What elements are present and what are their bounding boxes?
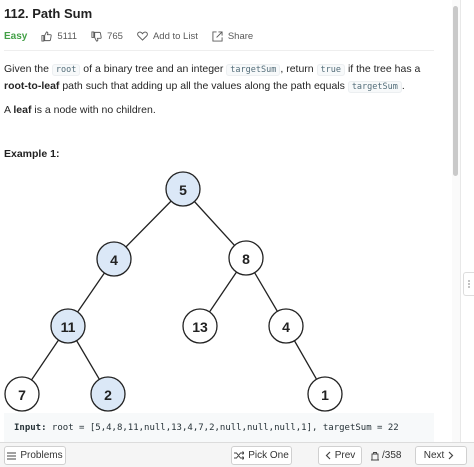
example-input-block: Input: root = [5,4,8,11,null,13,4,7,2,nu…: [4, 413, 434, 442]
text: path such that adding up all the values …: [59, 79, 348, 92]
share-icon: [212, 30, 223, 42]
tree-node-label: 4: [110, 252, 118, 268]
inline-code: root: [51, 64, 81, 76]
inline-code: true: [316, 64, 346, 76]
text: is a node with no children.: [31, 104, 156, 116]
inline-code: targetSum: [347, 80, 402, 93]
tree-node-13: [182, 308, 218, 344]
shuffle-counter-icon: [371, 451, 379, 460]
add-to-list-label: Add to List: [152, 30, 198, 42]
input-value: root = [5,4,8,11,null,13,4,7,2,null,null…: [46, 423, 399, 433]
drag-handle-icon: [468, 280, 470, 288]
tree-node-label: 13: [192, 319, 208, 335]
scrollbar-thumb[interactable]: [453, 6, 458, 176]
description-paragraph: A leaf is a node with no children.: [4, 103, 436, 119]
list-icon: [7, 451, 17, 460]
tree-node-4-right: [268, 308, 304, 344]
tree-node-7: [4, 376, 40, 412]
tree-node-11: [50, 308, 86, 344]
chevron-left-icon: [325, 451, 331, 460]
share-label: Share: [227, 30, 254, 42]
next-label: Next: [423, 450, 445, 461]
text: if the tree has a: [345, 63, 421, 75]
likes-count: 5111: [57, 30, 78, 42]
pane-resize-handle[interactable]: [463, 272, 474, 296]
tree-node-label: 11: [61, 319, 76, 335]
tree-node-8: [228, 240, 264, 276]
pick-one-label: Pick One: [248, 450, 289, 461]
heart-icon: [137, 31, 148, 41]
header-divider: [4, 50, 434, 51]
tree-node-4: [96, 241, 132, 277]
like-button[interactable]: 5111: [41, 31, 77, 42]
example-title: Example 1:: [4, 148, 60, 160]
text: .: [401, 79, 405, 92]
tree-node-label: 8: [242, 251, 250, 267]
binary-tree-diagram: 5 4 8 11 13 4 7 2 1: [4, 171, 343, 412]
bottom-toolbar: Problems Pick One Prev /358 Next: [0, 442, 474, 467]
problem-counter[interactable]: /358: [370, 448, 401, 463]
tree-node-label: 5: [179, 182, 187, 198]
problems-button[interactable]: Problems: [4, 446, 66, 465]
thumbs-down-icon: [91, 30, 102, 42]
counter-label: /358: [382, 450, 402, 461]
bold-text: root-to-leaf: [4, 79, 60, 92]
chevron-right-icon: [448, 451, 454, 460]
text: Given the: [4, 63, 52, 75]
problem-description: Given the root of a binary tree and an i…: [4, 62, 436, 127]
code-editor-pane: [460, 0, 474, 442]
bold-text: leaf: [13, 104, 32, 116]
prev-label: Prev: [334, 450, 356, 461]
problem-title: 112. Path Sum: [4, 6, 93, 21]
tree-node-1: [307, 376, 343, 412]
dislikes-count: 765: [107, 30, 123, 42]
difficulty-badge: Easy: [4, 30, 28, 42]
tree-node-2: [90, 376, 126, 412]
description-paragraph: Given the root of a binary tree and an i…: [4, 62, 436, 95]
tree-node-label: 1: [321, 387, 329, 403]
prev-button[interactable]: Prev: [318, 446, 362, 465]
text: A: [4, 104, 14, 116]
thumbs-up-icon: [41, 30, 53, 42]
description-panel: 112. Path Sum Easy 5111 765 Add to List …: [4, 6, 436, 442]
problems-label: Problems: [20, 450, 63, 461]
tree-node-label: 4: [282, 319, 290, 335]
problem-meta: Easy 5111 765 Add to List Share: [4, 29, 267, 43]
text: of a binary tree and an integer: [80, 63, 227, 75]
pick-one-button[interactable]: Pick One: [231, 446, 292, 465]
inline-code: targetSum: [226, 64, 281, 76]
shuffle-icon: [234, 451, 245, 460]
add-to-list-button[interactable]: Add to List: [137, 31, 198, 42]
vertical-scrollbar[interactable]: [452, 0, 460, 442]
text: , return: [280, 63, 317, 75]
dislike-button[interactable]: 765: [91, 31, 123, 42]
tree-node-5: [165, 171, 201, 207]
next-button[interactable]: Next: [415, 446, 467, 465]
tree-node-label: 7: [18, 387, 26, 403]
tree-node-label: 2: [104, 387, 112, 403]
share-button[interactable]: Share: [212, 31, 253, 42]
input-label: Input:: [14, 423, 47, 433]
